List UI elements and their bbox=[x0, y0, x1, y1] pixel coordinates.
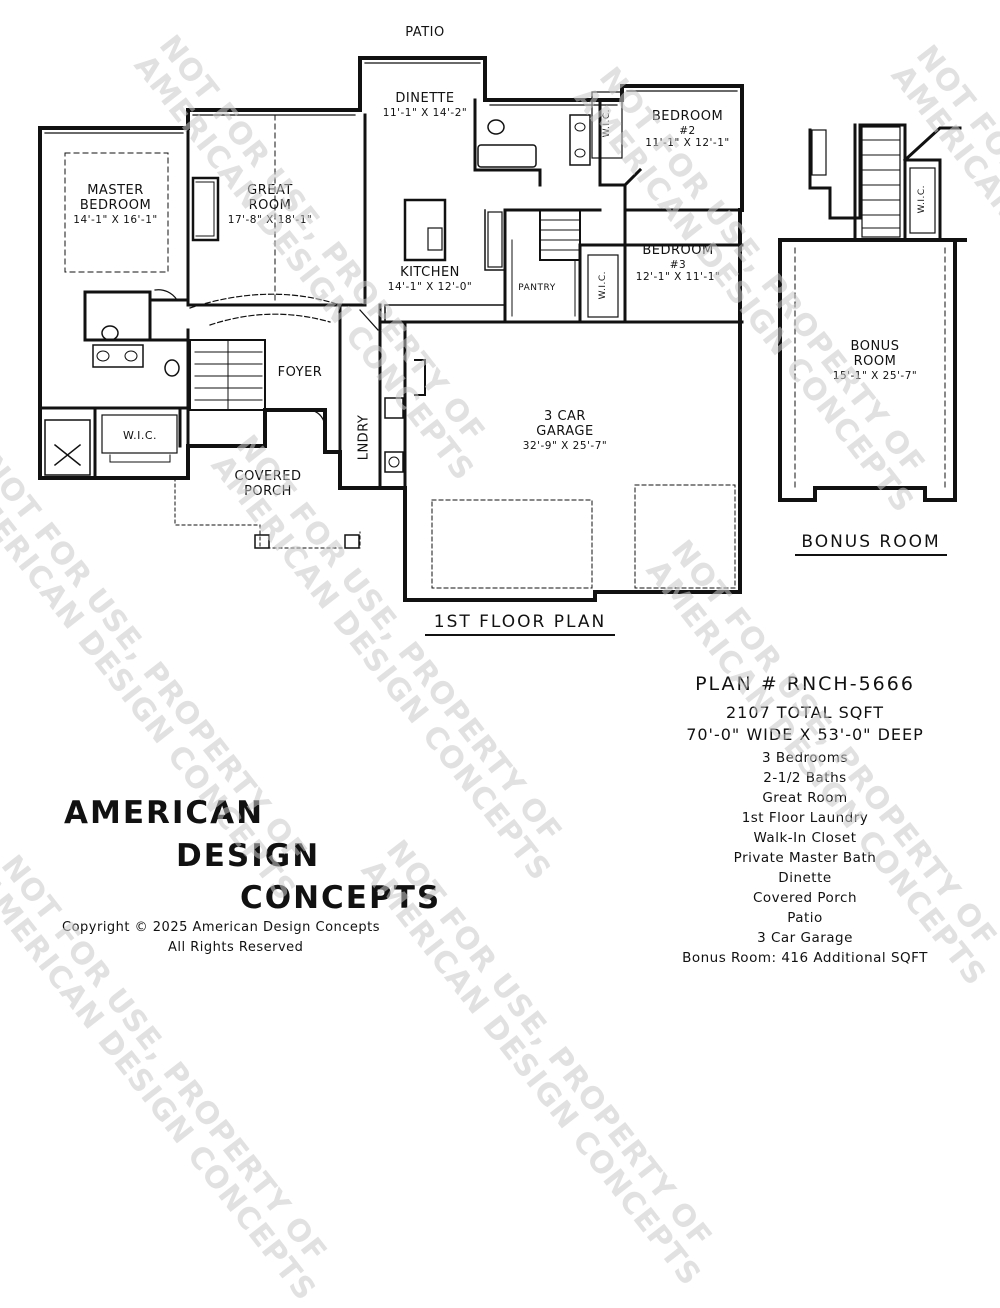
foyer-label: FOYER bbox=[277, 365, 323, 380]
feature-item: 2-1/2 Baths bbox=[763, 770, 847, 786]
garage-name-1: 3 CAR bbox=[544, 409, 586, 424]
bedroom2-num: #2 bbox=[679, 124, 696, 137]
bonus-caption: BONUS ROOM bbox=[795, 532, 947, 556]
bonus-name-2: ROOM bbox=[853, 353, 897, 369]
feature-item: Dinette bbox=[778, 870, 832, 886]
porch-name-2: PORCH bbox=[244, 483, 292, 499]
dinette-dim: 11'-1" X 14'-2" bbox=[382, 106, 468, 119]
master-name-1: MASTER bbox=[87, 183, 144, 198]
dinette-name: DINETTE bbox=[395, 91, 455, 106]
patio-label: PATIO bbox=[405, 25, 445, 40]
bedroom2-name: BEDROOM bbox=[651, 109, 724, 124]
bedroom3-name: BEDROOM bbox=[642, 243, 714, 258]
great-room-label: GREAT ROOM 17'-8" X 18'-1" bbox=[225, 183, 315, 226]
brand-line-2: DESIGN bbox=[176, 838, 321, 874]
laundry-label: LNDRY bbox=[356, 414, 372, 461]
feature-item: Patio bbox=[787, 910, 823, 926]
features-list: 3 Bedrooms 2-1/2 Baths Great Room 1st Fl… bbox=[640, 748, 970, 968]
total-sqft: 2107 TOTAL SQFT bbox=[725, 703, 885, 722]
porch-name-1: COVERED bbox=[234, 469, 302, 484]
rights-text: All Rights Reserved bbox=[168, 940, 304, 955]
plan-dimensions: 70'-0" WIDE X 53'-0" DEEP bbox=[686, 725, 924, 744]
wic-master-label: W.I.C. bbox=[122, 429, 158, 442]
kitchen-name: KITCHEN bbox=[400, 265, 460, 280]
exterior-wall bbox=[38, 56, 744, 602]
pantry-label: PANTRY bbox=[518, 283, 556, 293]
feature-item: 3 Car Garage bbox=[757, 930, 853, 946]
bedroom2-label: BEDROOM #2 11'-1" X 12'-1" bbox=[640, 109, 735, 149]
bedroom3-num: #3 bbox=[669, 258, 687, 271]
bedroom2-dim: 11'-1" X 12'-1" bbox=[645, 137, 730, 149]
feature-item: 3 Bedrooms bbox=[762, 750, 848, 766]
master-bedroom-label: MASTER BEDROOM 14'-1" X 16'-1" bbox=[63, 183, 168, 226]
great-name-2: ROOM bbox=[248, 197, 292, 213]
wic-bedroom2-label: W.I.C. bbox=[601, 108, 612, 138]
bonus-name-1: BONUS bbox=[850, 339, 900, 354]
plan-info: PLAN # RNCH-5666 2107 TOTAL SQFT 70'-0" … bbox=[640, 673, 970, 968]
floor-plan-drawing bbox=[38, 56, 967, 602]
bonus-room-label: BONUS ROOM 15'-1" X 25'-7" bbox=[820, 339, 930, 382]
first-floor-caption: 1ST FLOOR PLAN bbox=[425, 612, 615, 636]
kitchen-dim: 14'-1" X 12'-0" bbox=[387, 280, 473, 293]
brand-line-1: AMERICAN bbox=[64, 795, 265, 831]
copyright-text: Copyright © 2025 American Design Concept… bbox=[62, 920, 381, 935]
garage-label: 3 CAR GARAGE 32'-9" X 25'-7" bbox=[505, 409, 625, 452]
covered-porch-label: COVERED PORCH bbox=[220, 469, 316, 500]
dinette-label: DINETTE 11'-1" X 14'-2" bbox=[375, 91, 475, 119]
bedroom3-label: BEDROOM #3 12'-1" X 11'-1" bbox=[628, 243, 728, 283]
brand-line-3: CONCEPTS bbox=[240, 880, 442, 916]
feature-item: 1st Floor Laundry bbox=[741, 810, 869, 826]
bonus-outline bbox=[778, 238, 967, 502]
master-dim: 14'-1" X 16'-1" bbox=[73, 213, 158, 226]
master-name-2: BEDROOM bbox=[79, 197, 152, 213]
garage-dim: 32'-9" X 25'-7" bbox=[522, 439, 608, 452]
feature-item: Walk-In Closet bbox=[753, 830, 857, 846]
feature-item: Covered Porch bbox=[752, 890, 858, 906]
plan-number: PLAN # RNCH-5666 bbox=[695, 673, 915, 695]
garage-name-2: GARAGE bbox=[536, 423, 594, 439]
feature-item: Private Master Bath bbox=[733, 850, 877, 866]
great-name-1: GREAT bbox=[247, 183, 293, 198]
wic-bonus-label: W.I.C. bbox=[916, 184, 927, 214]
great-dim: 17'-8" X 18'-1" bbox=[227, 213, 313, 226]
kitchen-label: KITCHEN 14'-1" X 12'-0" bbox=[380, 265, 480, 293]
wic-bedroom3-label: W.I.C. bbox=[597, 270, 608, 300]
feature-item: Bonus Room: 416 Additional SQFT bbox=[682, 950, 928, 966]
feature-item: Great Room bbox=[762, 790, 848, 806]
bonus-dim: 15'-1" X 25'-7" bbox=[832, 369, 918, 382]
bedroom3-dim: 12'-1" X 11'-1" bbox=[635, 271, 721, 283]
